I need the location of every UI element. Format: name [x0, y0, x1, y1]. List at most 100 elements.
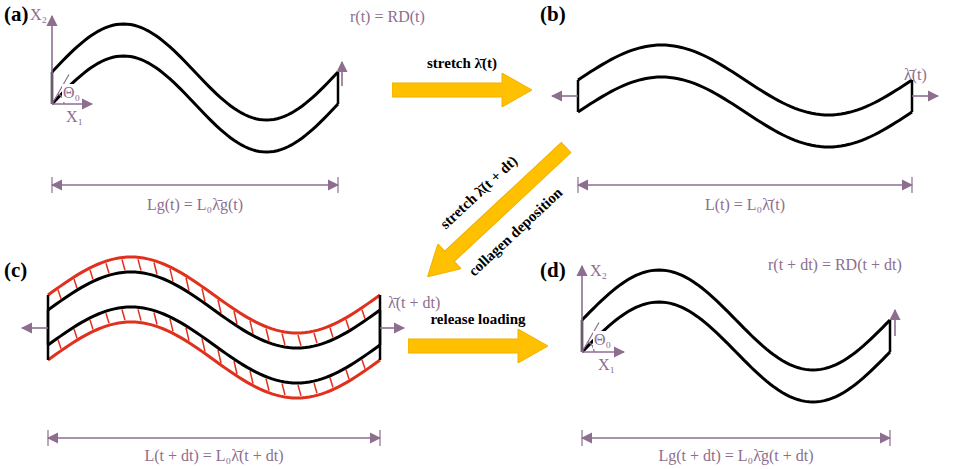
deposition-hatch — [298, 385, 301, 396]
deposition-hatch — [266, 379, 269, 391]
axis-label: X₁ — [66, 108, 83, 126]
deposition-hatch — [298, 335, 301, 346]
load-arrow — [912, 95, 938, 97]
deposition-hatch — [74, 279, 77, 288]
dimension-tick — [581, 430, 582, 446]
dimension-line — [52, 184, 338, 186]
dimension-tick — [577, 177, 578, 193]
deposition-hatch — [314, 383, 317, 393]
load-arrow — [22, 327, 48, 329]
dimension-tick — [337, 177, 338, 193]
deposition-hatch — [170, 269, 173, 281]
deposition-hatch — [122, 260, 125, 271]
axis-label: X₂ — [590, 262, 607, 280]
dimension-label: L(t + dt) = L₀λ̄(t + dt) — [144, 447, 283, 465]
band-edge — [578, 45, 912, 115]
deposition-hatch — [170, 319, 173, 331]
band-edge — [52, 56, 338, 152]
deposition-hatch — [138, 259, 141, 270]
arrow-body — [408, 329, 548, 363]
deposition-hatch — [330, 378, 333, 388]
dimension-label: Lg(t + dt) = L₀λ̄g(t + dt) — [658, 447, 813, 465]
deposition-hatch — [362, 310, 365, 319]
dimension-line — [582, 437, 890, 439]
dimension-line — [578, 184, 912, 186]
new-layer — [48, 257, 380, 333]
deposition-hatch — [122, 310, 125, 321]
angle-label: Θ₀ — [62, 84, 81, 102]
stretched-fiber — [48, 272, 380, 383]
load-arrow — [552, 95, 578, 97]
band-end — [337, 72, 340, 104]
dimension-line — [48, 437, 380, 439]
band-edge — [578, 77, 912, 147]
angle-label: Θ₀ — [593, 331, 612, 349]
deposition-hatch — [250, 321, 253, 334]
panel-label: (b) — [540, 2, 566, 26]
arrow-body — [416, 135, 578, 289]
deposition-hatch — [58, 290, 61, 299]
deposition-hatch — [314, 333, 317, 343]
deposition-hatch — [90, 270, 93, 280]
arrow-shape — [392, 73, 532, 107]
deposition-hatch — [266, 329, 269, 341]
deposition-hatch — [218, 350, 221, 363]
dimension-tick — [911, 177, 912, 193]
deposition-hatch — [106, 313, 109, 323]
block-arrow: release loading — [408, 309, 548, 363]
displacement-label: r(t + dt) = RD(t + dt) — [768, 256, 902, 274]
panel-label: (a) — [4, 2, 29, 26]
deposition-hatch — [154, 313, 157, 325]
displacement-label: r(t) = RD(t) — [350, 8, 425, 26]
block-arrow: stretch λ̄(t) — [392, 53, 532, 107]
deposition-hatch — [74, 329, 77, 338]
deposition-hatch — [234, 361, 237, 374]
process-label: release loading — [428, 309, 527, 329]
deposition-hatch — [234, 311, 237, 324]
deposition-hatch — [282, 333, 285, 345]
dimension-label: L(t) = L₀λ̄(t) — [705, 196, 785, 214]
axis-x1 — [52, 103, 92, 105]
deposition-hatch — [330, 328, 333, 338]
band-edge — [48, 272, 380, 348]
process-label: stretch λ̄(t) — [425, 53, 499, 73]
panel-label: (d) — [540, 258, 566, 282]
displacement-arrow — [341, 62, 343, 86]
stretch-label: λ̄(t + dt) — [388, 294, 440, 312]
stretch-label: λ̄(t) — [904, 66, 927, 84]
dimension-tick — [379, 430, 380, 446]
deposition-hatch — [138, 309, 141, 320]
axis-label: X₁ — [598, 356, 615, 374]
band-edge — [48, 307, 380, 383]
axis-x1 — [582, 351, 624, 353]
new-layer — [48, 322, 380, 398]
axis-x2 — [581, 266, 583, 352]
dimension-tick — [889, 430, 890, 446]
axis-label: X₂ — [30, 6, 47, 24]
deposition-hatch — [250, 371, 253, 384]
collagen-fiber — [52, 24, 338, 152]
panel-label: (c) — [4, 258, 27, 282]
deposition-hatch — [346, 370, 349, 379]
deposition-hatch — [362, 360, 365, 369]
deposition-hatch — [186, 278, 189, 291]
deposition-hatch — [202, 288, 205, 301]
remodelled-fiber — [582, 270, 890, 402]
deposition-hatch — [218, 300, 221, 313]
arrow-shape — [408, 329, 548, 363]
deposition-hatch — [202, 338, 205, 351]
dimension-tick — [47, 430, 48, 446]
deposited-collagen — [48, 257, 380, 398]
arrow-body — [392, 73, 532, 107]
band-edge — [582, 302, 890, 402]
dimension-label: Lg(t) = L₀λ̄g(t) — [147, 196, 243, 214]
deposition-hatch — [186, 328, 189, 341]
deposition-hatch — [58, 340, 61, 349]
deposition-hatch — [346, 320, 349, 329]
deposition-hatch — [282, 383, 285, 395]
band-edge — [582, 270, 890, 370]
axis-x2 — [51, 16, 53, 104]
load-arrow — [380, 327, 404, 329]
dimension-tick — [51, 177, 52, 193]
deposition-hatch — [90, 320, 93, 330]
